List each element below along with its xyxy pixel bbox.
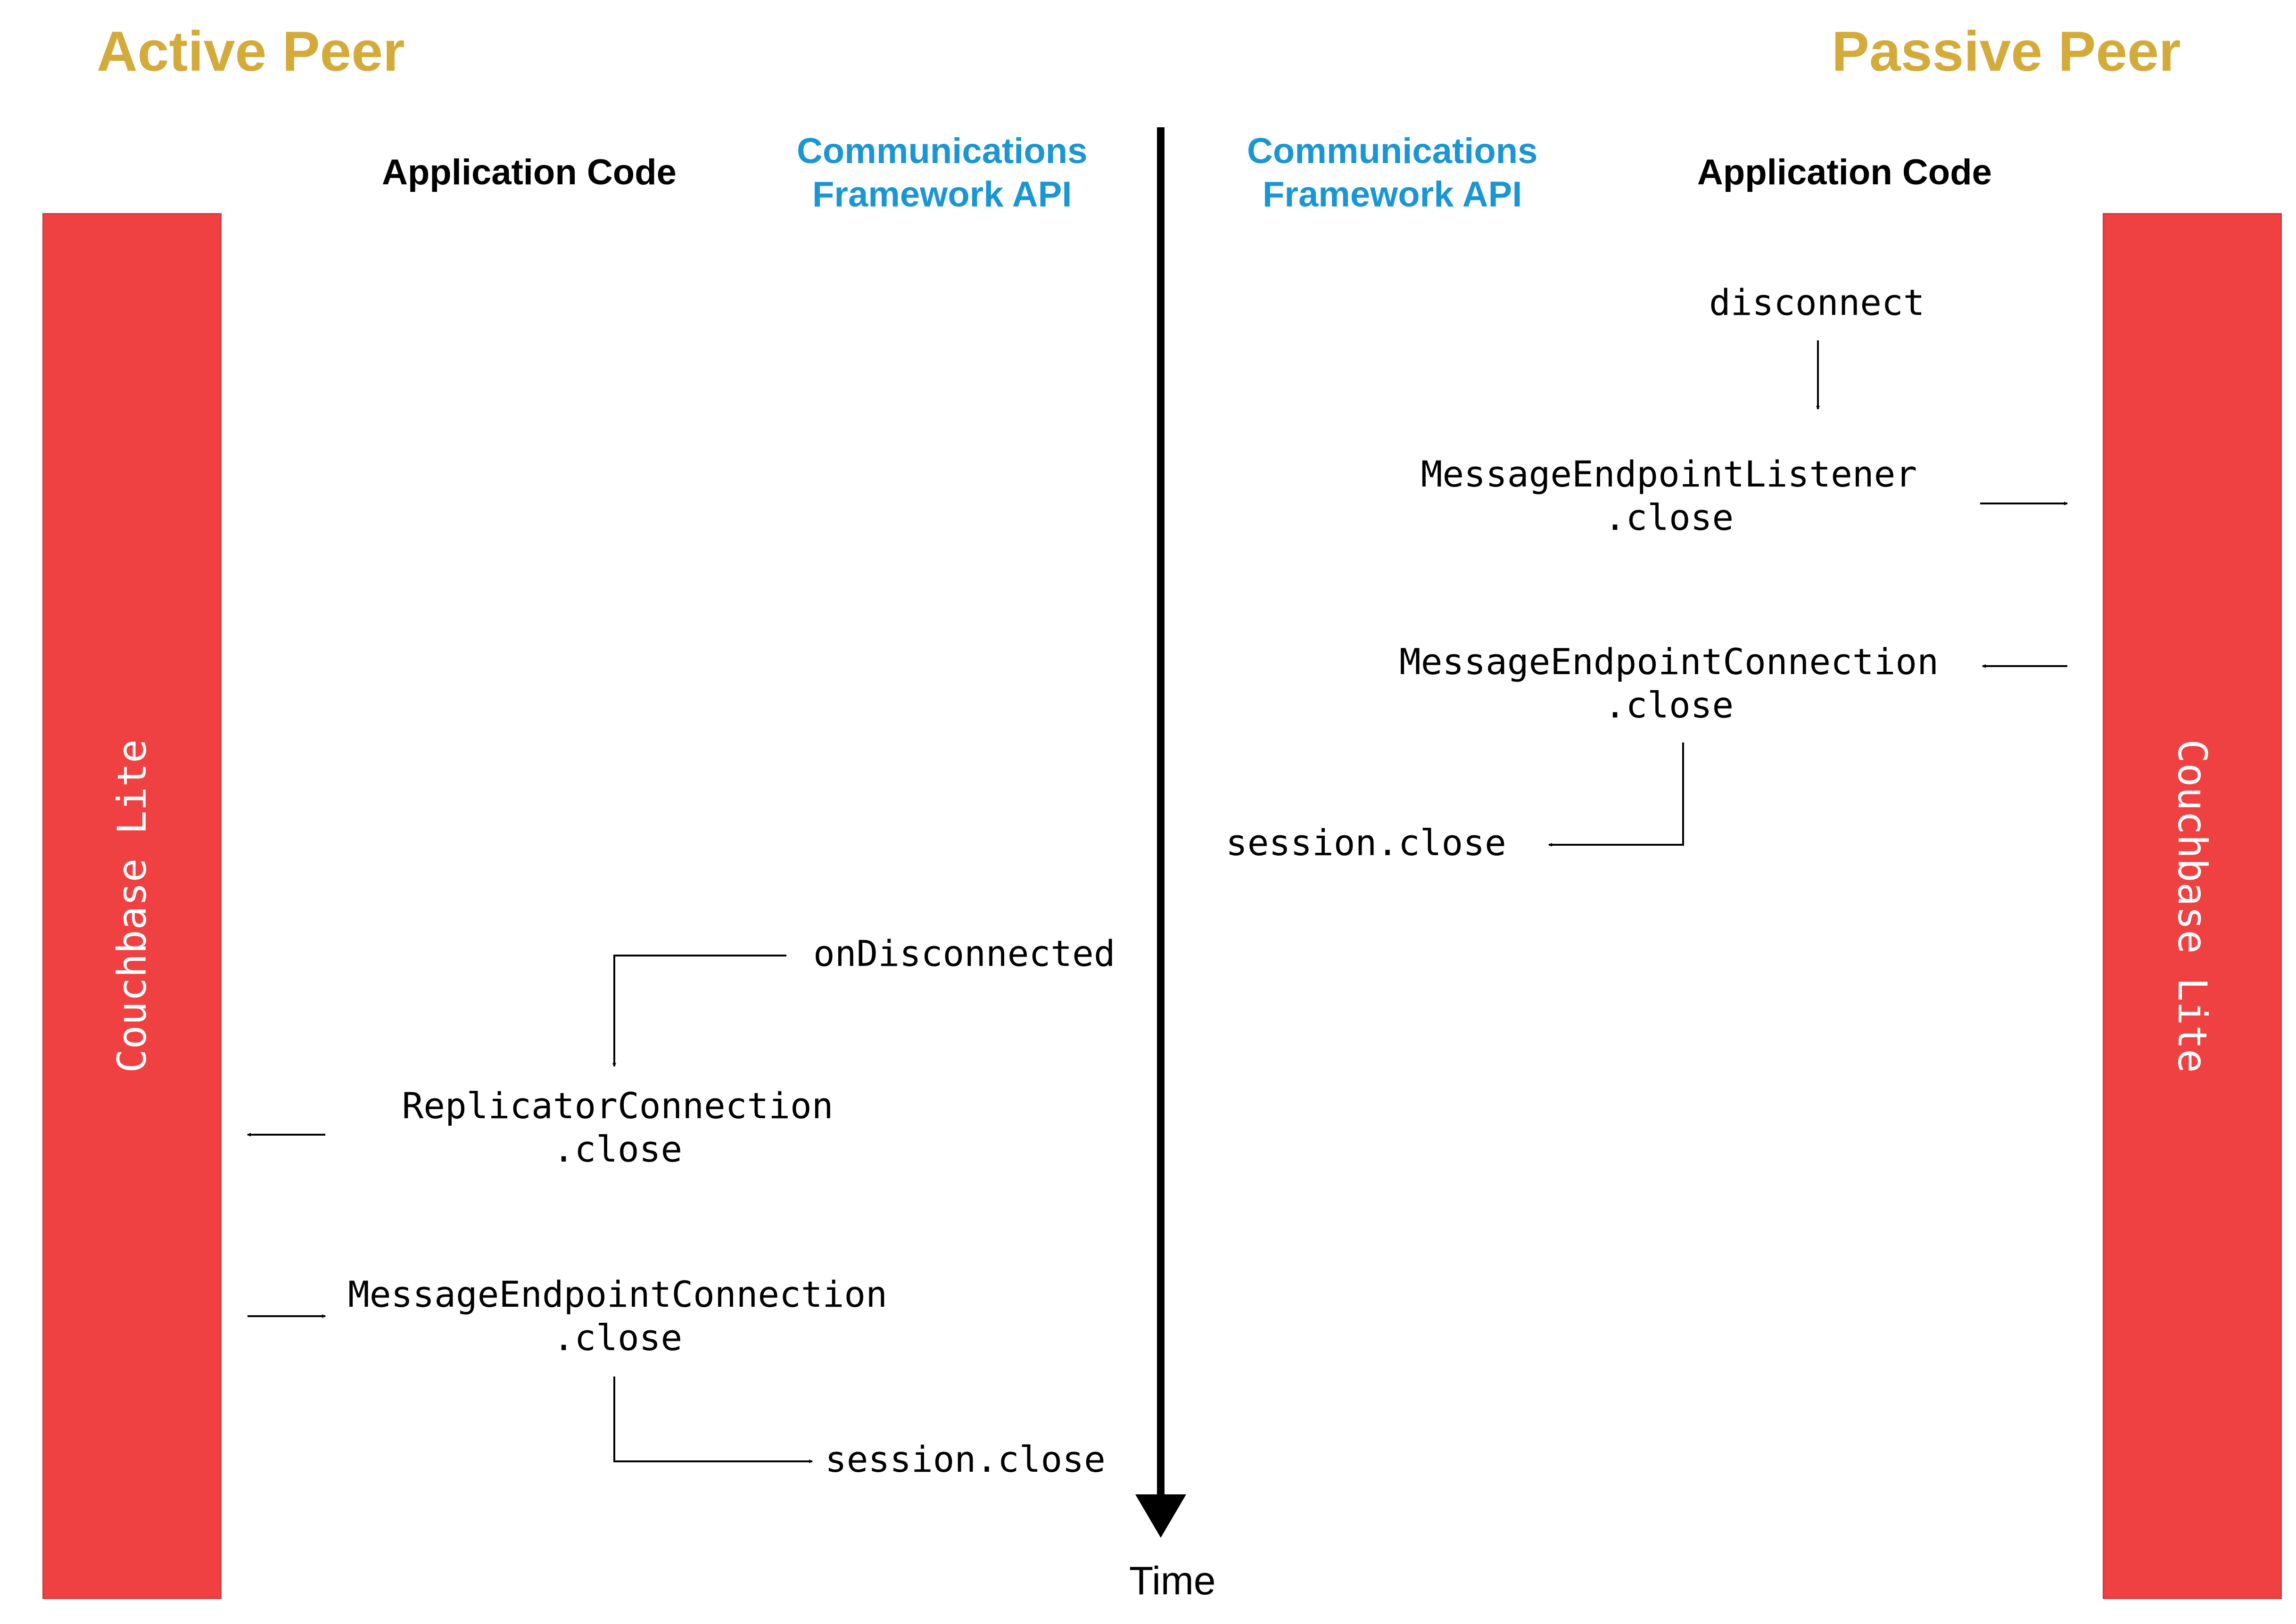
message-endpoint-listener-close: MessageEndpointListener .close xyxy=(1421,453,1917,538)
time-axis-label: Time xyxy=(1129,1558,1216,1603)
active-message-endpoint-connection-close: MessageEndpointConnection .close xyxy=(348,1273,887,1359)
passive-message-endpoint-connection-close: MessageEndpointConnection .close xyxy=(1399,641,1939,726)
passive-peer-title: Passive Peer xyxy=(1832,20,2181,83)
active-connection-to-session-arrow xyxy=(613,1377,813,1463)
left-application-code-heading: Application Code xyxy=(382,152,677,192)
active-peer-title: Active Peer xyxy=(97,20,405,83)
replicator-connection-close: ReplicatorConnection .close xyxy=(402,1085,834,1170)
active-session-close: session.close xyxy=(825,1438,1106,1480)
ondisconnected-to-replicator-arrow xyxy=(612,955,786,1067)
timeline-arrowhead xyxy=(1135,1494,1186,1538)
couchbase-lite-active-bar: Couchbase Lite xyxy=(42,213,222,1599)
on-disconnected-callback: onDisconnected xyxy=(813,932,1115,974)
left-communications-api-heading: Communications Framework API xyxy=(797,131,1088,214)
couchbase-lite-passive-bar: Couchbase Lite xyxy=(2103,213,2282,1599)
right-communications-api-heading: Communications Framework API xyxy=(1247,131,1538,214)
connection-to-session-arrow xyxy=(1548,742,1684,847)
disconnect-call: disconnect xyxy=(1709,281,1925,323)
passive-session-close: session.close xyxy=(1226,822,1506,864)
right-application-code-heading: Application Code xyxy=(1697,152,1992,192)
